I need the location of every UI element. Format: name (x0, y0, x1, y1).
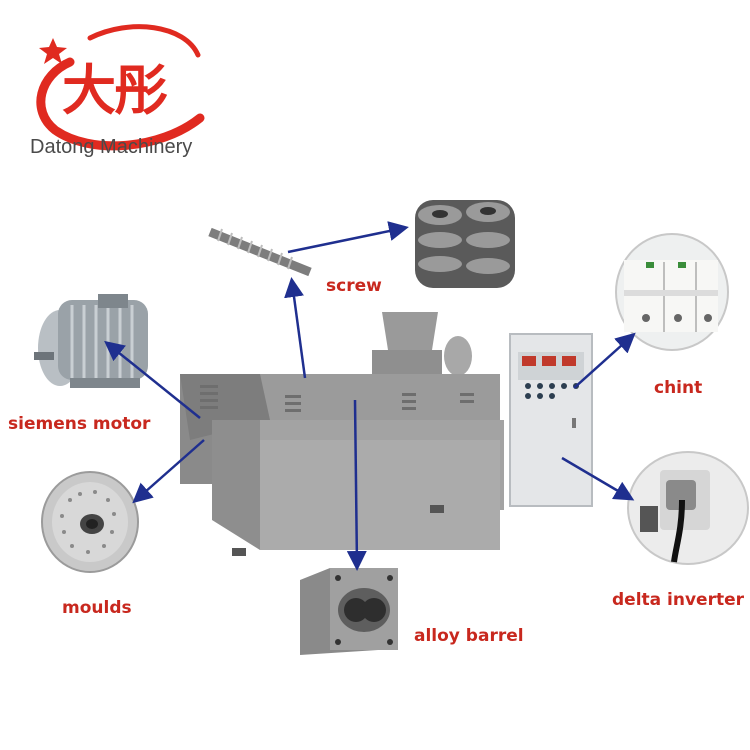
screw-elements-image (415, 200, 515, 288)
extruder-machine-image (180, 312, 504, 556)
screw-shaft-image (208, 227, 312, 277)
label-moulds: moulds (62, 598, 132, 618)
arrow-to-breaker (573, 332, 636, 389)
inverter-image (627, 451, 749, 565)
arrow-to-inverter (561, 456, 635, 501)
label-alloy-barrel: alloy barrel (414, 626, 524, 646)
label-siemens-motor: siemens motor (8, 414, 151, 434)
logo-text: 大彤 (62, 59, 168, 122)
arrow-to-barrel (346, 399, 367, 571)
control-cabinet-image (509, 333, 593, 507)
arrow-to-motor (104, 340, 201, 419)
arrow-to-screw-shaft (284, 277, 307, 379)
mould-image (41, 471, 139, 573)
label-chint: chint (654, 378, 703, 398)
arrow-to-screw-elements (287, 221, 409, 254)
alloy-barrel-image (300, 568, 398, 655)
brand-name: Datong Machinery (30, 136, 193, 158)
label-screw: screw (326, 276, 382, 296)
breaker-image (615, 233, 729, 351)
label-delta-inverter: delta inverter (612, 590, 745, 610)
arrow-to-mould (132, 439, 205, 504)
